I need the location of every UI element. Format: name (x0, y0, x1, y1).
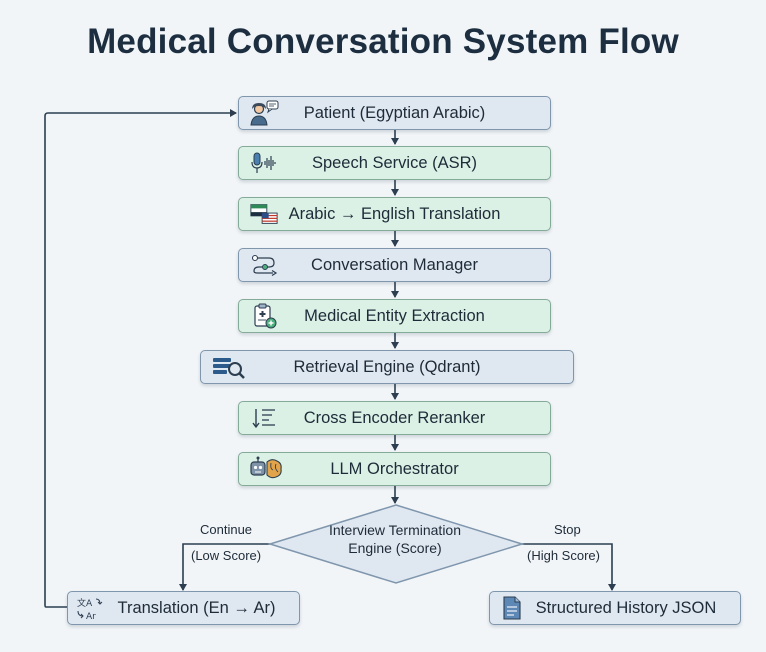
termination-line-2: Engine (Score) (348, 540, 442, 556)
continue-label: Continue (200, 522, 253, 537)
edge-stop (522, 543, 616, 591)
edge-continue (179, 543, 270, 591)
speech-service-label: Speech Service (ASR) (311, 153, 478, 172)
svg-text:Ar: Ar (86, 612, 96, 621)
language-translate-icon: 文A Ar (74, 595, 104, 621)
translation-en-ar-label: Translation (En → Ar) (117, 598, 276, 617)
medical-entity-extraction-node: Medical Entity Extraction (238, 299, 551, 333)
svg-text:文A: 文A (77, 597, 93, 609)
cross-encoder-reranker-label: Cross Encoder Reranker (303, 408, 486, 427)
structured-history-json-node: Structured History JSON (489, 591, 741, 625)
patient-label: Patient (Egyptian Arabic) (303, 103, 486, 122)
diagram-title: Medical Conversation System Flow (87, 22, 679, 61)
medical-clipboard-icon (249, 303, 279, 329)
retrieval-engine-node: Retrieval Engine (Qdrant) (200, 350, 574, 384)
cross-encoder-reranker-node: Cross Encoder Reranker (238, 401, 551, 435)
structured-history-json-label: Structured History JSON (535, 598, 717, 617)
translation-en-ar-node: 文A Ar Translation (En → Ar) (67, 591, 300, 625)
termination-diamond (267, 504, 525, 584)
termination-line-1: Interview Termination (328, 522, 462, 538)
llm-orchestrator-node: LLM Orchestrator (238, 452, 551, 486)
patient-node: Patient (Egyptian Arabic) (238, 96, 551, 130)
retrieval-engine-label: Retrieval Engine (Qdrant) (293, 357, 481, 376)
robot-brain-icon (249, 456, 283, 482)
conversation-manager-node: Conversation Manager (238, 248, 551, 282)
flags-translation-icon (249, 201, 279, 227)
arabic-english-translation-node: Arabic → English Translation (238, 197, 551, 231)
sort-ranking-icon (249, 405, 279, 431)
stop-label: Stop (554, 522, 581, 537)
database-search-icon (211, 354, 247, 380)
termination-engine-label: Interview Termination Engine (Score) (298, 521, 492, 557)
high-score-label: (High Score) (527, 548, 600, 563)
workflow-route-icon (249, 252, 279, 278)
conversation-manager-label: Conversation Manager (311, 255, 478, 274)
patient-speech-icon (249, 100, 279, 126)
low-score-label: (Low Score) (191, 548, 262, 563)
edge-loop-back (44, 109, 237, 608)
arabic-english-translation-label: Arabic → English Translation (288, 204, 501, 223)
document-icon (496, 595, 526, 621)
microphone-waveform-icon (249, 150, 279, 176)
medical-entity-extraction-label: Medical Entity Extraction (304, 306, 485, 325)
llm-orchestrator-label: LLM Orchestrator (330, 459, 459, 478)
speech-service-node: Speech Service (ASR) (238, 146, 551, 180)
